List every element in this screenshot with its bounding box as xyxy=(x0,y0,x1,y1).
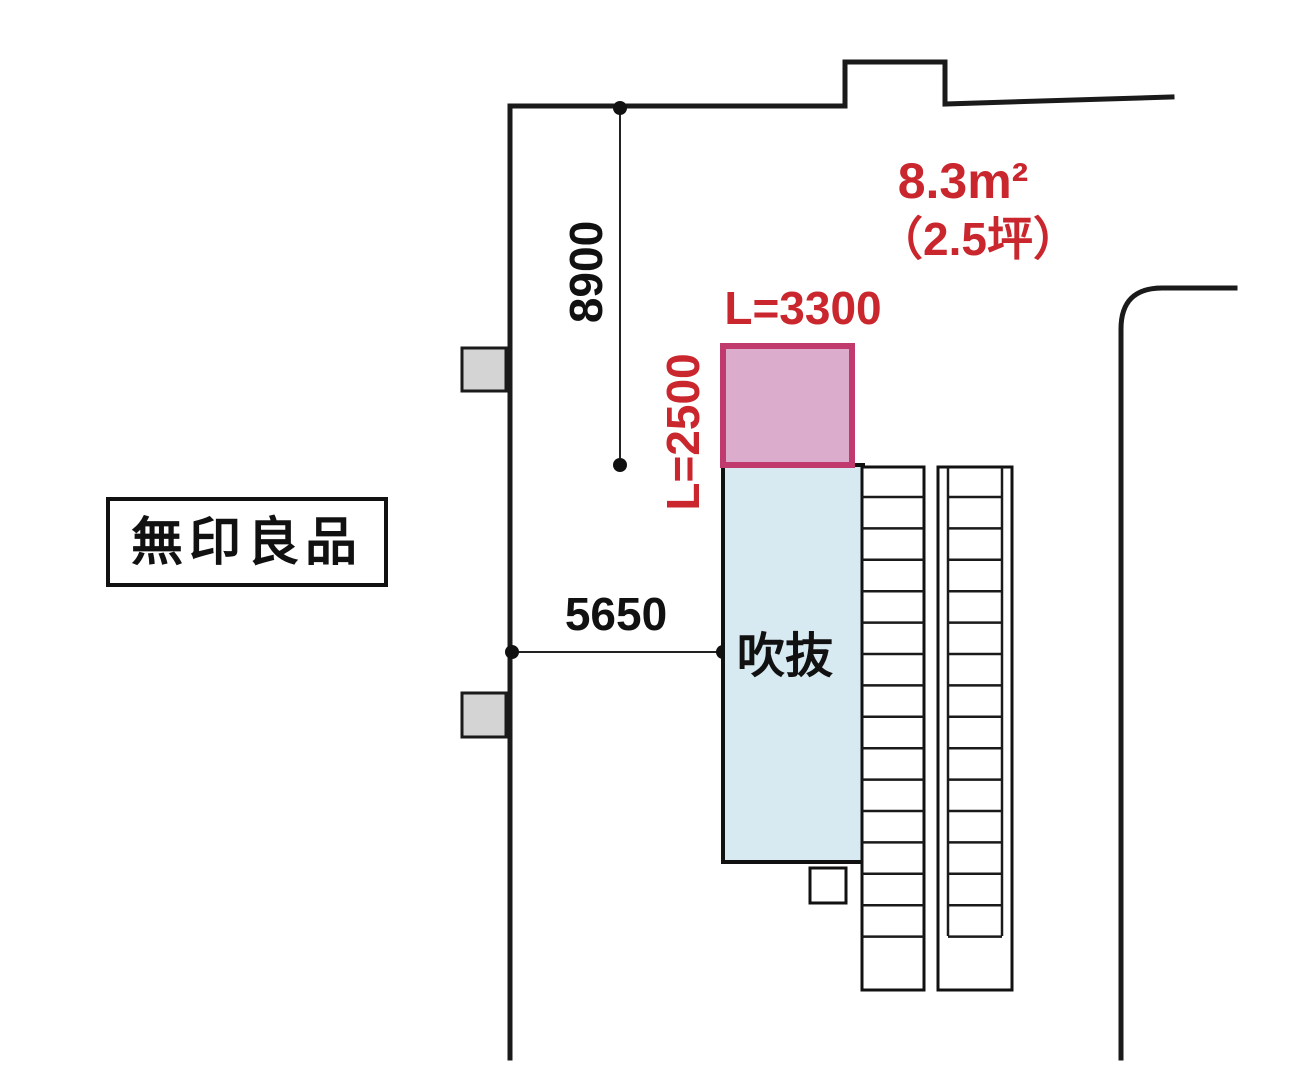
column-upper xyxy=(460,346,508,393)
sign-length-label: L=3300 xyxy=(724,282,881,334)
wall-left-top-outline xyxy=(507,59,1175,1061)
escalator-right-steps xyxy=(948,495,1002,938)
dimension-5650-label: 5650 xyxy=(565,588,667,640)
small-column xyxy=(808,866,848,905)
dimension-8900-label: 8900 xyxy=(560,221,612,323)
escalator-left-outline xyxy=(860,465,926,992)
atrium-label: 吹抜 xyxy=(737,630,833,683)
escalator-right xyxy=(936,465,1014,992)
wall-right-curved xyxy=(1118,285,1238,1061)
dimension-5650: 5650 xyxy=(505,588,730,659)
area-m2-label: 8.3m² xyxy=(898,153,1029,209)
dimension-8900-dot-bottom xyxy=(613,458,627,472)
column-lower xyxy=(460,691,508,739)
sign-location-rect xyxy=(720,343,855,468)
store-label: 無印良品 xyxy=(106,497,388,587)
dimension-8900: 8900 xyxy=(560,101,627,472)
area-tsubo-label: （2.5坪） xyxy=(877,213,1079,265)
store-label-text: 無印良品 xyxy=(131,514,363,572)
dimension-5650-dot-left xyxy=(505,645,519,659)
escalator-right-outline xyxy=(936,465,1014,992)
escalator-left-steps xyxy=(862,495,924,938)
dimension-8900-dot-top xyxy=(613,101,627,115)
sign-height-label: L=2500 xyxy=(657,353,709,510)
store-label-box xyxy=(106,497,388,587)
atrium-area xyxy=(721,463,865,864)
escalator-left xyxy=(860,465,926,992)
